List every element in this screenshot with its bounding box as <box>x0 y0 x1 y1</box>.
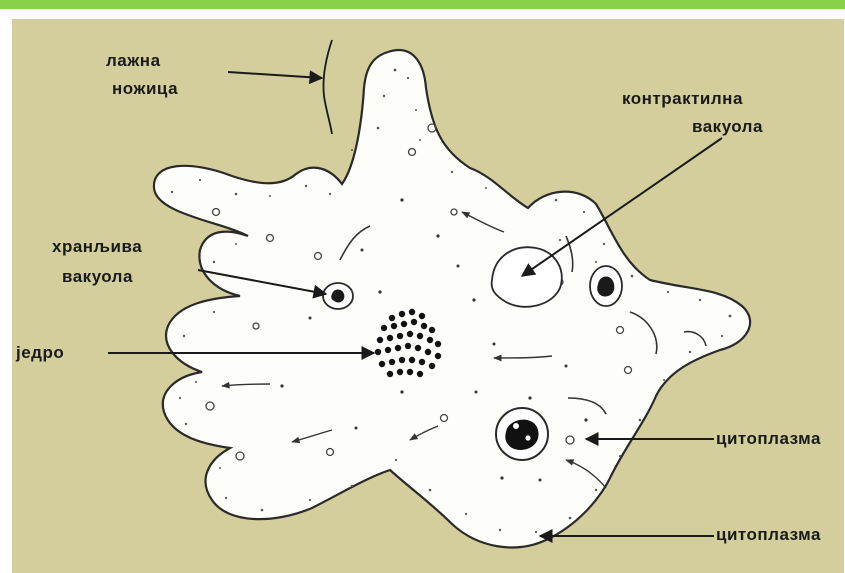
pseudopod-arrow <box>228 72 322 78</box>
food-vacuole-right <box>590 266 622 306</box>
label-contractile-line2: вакуола <box>692 116 763 138</box>
amoeba-cell-body <box>154 50 750 547</box>
label-cytoplasm-upper: цитоплазма <box>716 428 821 450</box>
label-contractile-line1: контрактилна <box>622 88 743 110</box>
label-pseudopod-line2: ножица <box>112 78 178 100</box>
label-food-vacuole-line2: вакуола <box>62 266 133 288</box>
pseudopod-bracket <box>323 40 332 134</box>
label-nucleus: једро <box>16 342 64 364</box>
food-vacuole-left <box>323 283 353 309</box>
label-food-vacuole-line1: хранљива <box>52 236 142 258</box>
label-cytoplasm-lower: цитоплазма <box>716 524 821 546</box>
food-vacuole-lower <box>496 408 548 460</box>
label-pseudopod-line1: лажна <box>106 50 161 72</box>
